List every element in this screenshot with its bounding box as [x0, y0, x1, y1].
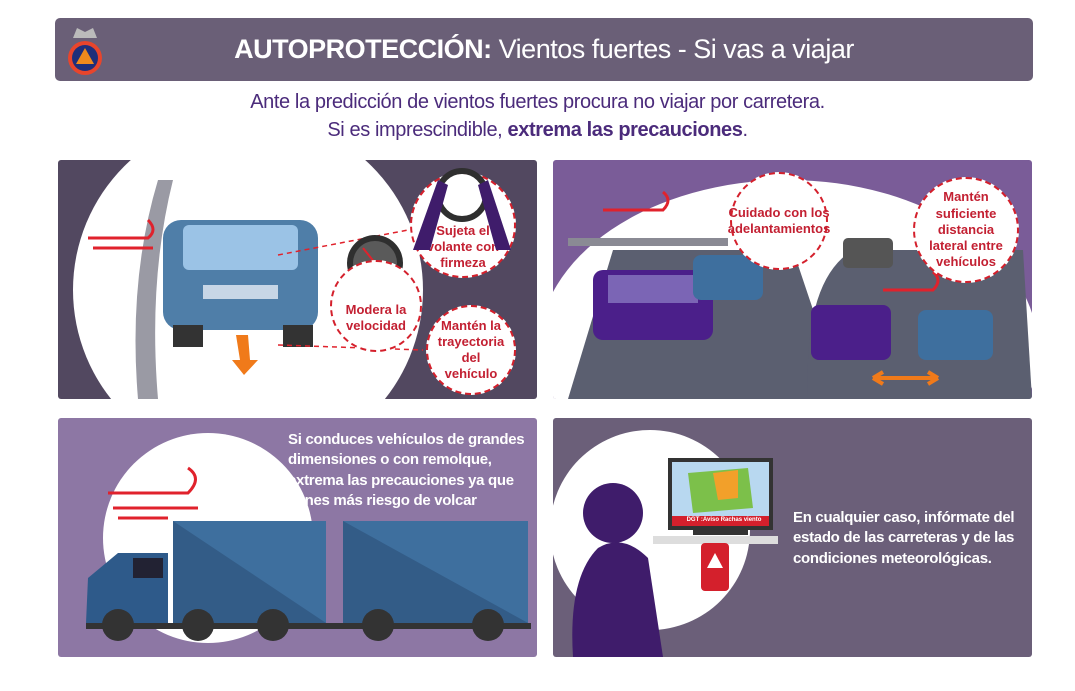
tv-banner-text: DGT :Aviso Rachas viento: [686, 517, 762, 523]
panel-car-driving: Sujeta el volante con firmeza Modera la …: [58, 160, 537, 399]
callout-overtaking: Cuidado con los adelantamientos: [728, 172, 830, 270]
information-text: En cualquier caso, infórmate del estado …: [793, 509, 1015, 567]
callout-trajectory: Mantén la trayectoria del vehículo: [426, 305, 516, 395]
information-illustration: [553, 430, 778, 657]
panel-truck: Si conduces vehículos de grandes dimensi…: [58, 418, 537, 657]
car-illustration: [73, 160, 424, 399]
truck-illustration: [86, 433, 531, 643]
proteccion-civil-logo: [68, 28, 102, 75]
highway-illustration: [553, 180, 1032, 399]
panel-highway: Cuidado con los adelantamientos Mantén s…: [553, 160, 1032, 399]
callout-speed: Modera la velocidad: [330, 260, 422, 352]
callout-lateral-distance: Mantén suficiente distancia lateral entr…: [913, 177, 1019, 283]
header-banner: AUTOPROTECCIÓN: Vientos fuertes - Si vas…: [55, 18, 1033, 81]
intro-line-1: Ante la predicción de vientos fuertes pr…: [250, 91, 825, 113]
page-title: AUTOPROTECCIÓN: Vientos fuertes - Si vas…: [234, 34, 854, 64]
panel-information: DGT :Aviso Rachas viento En cualquier ca…: [553, 418, 1032, 657]
intro-line-2: Si es imprescindible, extrema las precau…: [327, 119, 748, 141]
callout-steering-wheel: Sujeta el volante con firmeza: [410, 172, 516, 278]
truck-warning-text: Si conduces vehículos de grandes dimensi…: [288, 431, 525, 509]
